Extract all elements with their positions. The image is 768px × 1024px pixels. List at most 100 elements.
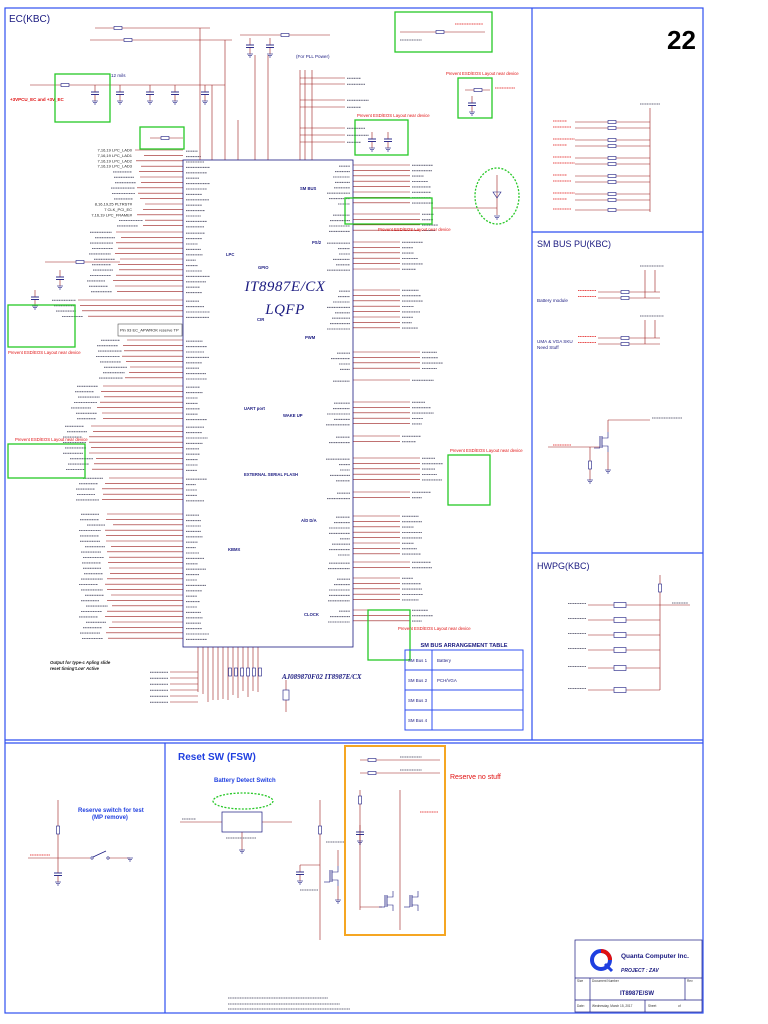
- component-layer: [31, 26, 662, 911]
- resistor: [280, 33, 290, 37]
- section-frame: [4, 7, 704, 1014]
- trace-width-note: 12 mils: [111, 73, 126, 78]
- mosfet: [602, 445, 609, 452]
- net-label-lpc-lad1: 7,16,19 LPC_LAD1: [98, 153, 133, 158]
- resistor: [113, 26, 123, 30]
- project-name: PROJECT : ZAV: [621, 968, 659, 974]
- mosfet: [412, 891, 419, 898]
- chip-name: IT8987E/CX: [244, 279, 326, 295]
- net-label-clk-pci-ec: 7 CLK_PCI_EC: [104, 207, 132, 212]
- resistor: [75, 260, 85, 264]
- esd-box: [354, 119, 409, 156]
- tb-date-label: Date:: [577, 1004, 585, 1008]
- esd-box: [139, 126, 185, 150]
- hwpg-diode: [613, 632, 627, 638]
- hwpg-diode: [613, 647, 627, 653]
- smbus-table-bus: SM Bus 2: [408, 678, 428, 683]
- reset-sw-title: Reset SW (FSW): [178, 752, 256, 763]
- crystal: [282, 689, 290, 701]
- esd-box: [457, 77, 493, 119]
- resistor: [607, 162, 617, 166]
- esd-box: [394, 11, 493, 53]
- resistor: [607, 126, 617, 130]
- esd-box: [7, 443, 86, 479]
- block-label-uart: UART port: [244, 406, 266, 411]
- battery-detect-title: Battery Detect Switch: [214, 778, 276, 784]
- esd-layout-boxes: [7, 11, 520, 810]
- resistor: [123, 38, 133, 42]
- pin93-note: Pin 93 EC_APWROK reserve TP: [120, 328, 179, 333]
- mosfet: [332, 866, 339, 873]
- company-name: Quanta Computer Inc.: [621, 953, 689, 960]
- esd-box: [7, 304, 76, 348]
- switch-contact: [90, 856, 94, 860]
- page-title: EC(KBC): [9, 14, 50, 25]
- resistor: [607, 192, 617, 196]
- block-label-flash: EXTERNAL SERIAL FLASH: [244, 472, 298, 477]
- rail-note: +3VPCU_EC and +3V_EC: [10, 97, 65, 102]
- resistor: [588, 460, 592, 470]
- hwpg-diode: [613, 602, 627, 608]
- esd-note: Prevent ESD/EOS Layout near device: [398, 626, 471, 631]
- block-label-gpio: GPIO: [258, 265, 269, 270]
- block-label-pwm: PWM: [305, 335, 316, 340]
- tb-date-value: Wednesday, March 15, 2017: [592, 1004, 633, 1008]
- smbus-table-device: Battery: [437, 658, 452, 663]
- hwpg-diode: [613, 617, 627, 623]
- resistor: [607, 208, 617, 212]
- resistor: [620, 296, 630, 300]
- smbus-table-bus: SM Bus 1: [408, 658, 428, 663]
- resistor: [56, 825, 60, 835]
- esd-box: [367, 609, 411, 661]
- quanta-logo: [590, 949, 614, 973]
- battery-detect-switch: [221, 811, 263, 833]
- esd-note: Prevent ESD/EOS Layout near device: [8, 350, 81, 355]
- battery-module-label: Battery module: [537, 298, 568, 303]
- block-label-smbus: SM BUS: [300, 186, 316, 191]
- battery-detect-highlight: [212, 792, 274, 810]
- uma-vga-note-line2: Need Stuff: [537, 345, 559, 350]
- tb-rev-label: Rev: [687, 979, 693, 983]
- reserve-no-stuff-label: Reserve no stuff: [450, 774, 501, 781]
- wire-layer: [28, 23, 690, 1010]
- logo-tail: [603, 962, 614, 973]
- esd-note: Prevent ESD/EOS Layout near device: [450, 448, 523, 453]
- logo-accent: [600, 949, 612, 961]
- uma-vga-note-line1: UMA & VGA SKU: [537, 339, 573, 344]
- page-number: 22: [667, 25, 696, 55]
- resistor: [60, 83, 70, 87]
- block-label-wake: WAKE UP: [283, 413, 303, 418]
- net-label-pltrst: 8,16,19,25 PLTRST#: [95, 202, 133, 207]
- net-label-lpc-frame: 7,16,19 LPC_FRAME#: [91, 212, 132, 217]
- block-label-clock: CLOCK: [304, 612, 319, 617]
- mosfet: [602, 432, 609, 439]
- test-switch-note-line2: (MP remove): [92, 815, 128, 821]
- resistor: [620, 290, 630, 294]
- document-title: IT8987E/SW: [620, 991, 654, 997]
- chip-part-number: AJ089870F02 IT8987E/CX: [281, 673, 362, 681]
- pin93-note-box: [117, 323, 183, 337]
- switch-lever: [92, 850, 107, 858]
- block-label-lpc: LPC: [226, 252, 234, 257]
- resistor: [318, 825, 322, 835]
- mosfet: [332, 879, 339, 886]
- block-label-ps2: PS/2: [312, 240, 322, 245]
- typec-reset-note-line2: reset timing'Low' Active: [50, 666, 100, 671]
- tvs-diode: [492, 191, 502, 199]
- tb-of-label: of: [678, 1004, 681, 1008]
- resistor: [620, 336, 630, 340]
- reserve-no-stuff-box: [344, 745, 446, 936]
- resistor: [658, 583, 662, 593]
- title-block-border: [574, 939, 703, 1013]
- ec-chip-body: [182, 159, 354, 648]
- tb-size-label: Size: [577, 979, 583, 983]
- chip-package: LQFP: [264, 302, 305, 318]
- smbus-table-bus: SM Bus 4: [408, 718, 428, 723]
- esd-note: Prevent ESD/EOS Layout near device: [15, 437, 88, 442]
- resistor: [607, 144, 617, 148]
- tb-sheet-label: Sheet: [648, 1004, 656, 1008]
- tvs-diode-highlight: [474, 167, 520, 225]
- resistor: [607, 198, 617, 202]
